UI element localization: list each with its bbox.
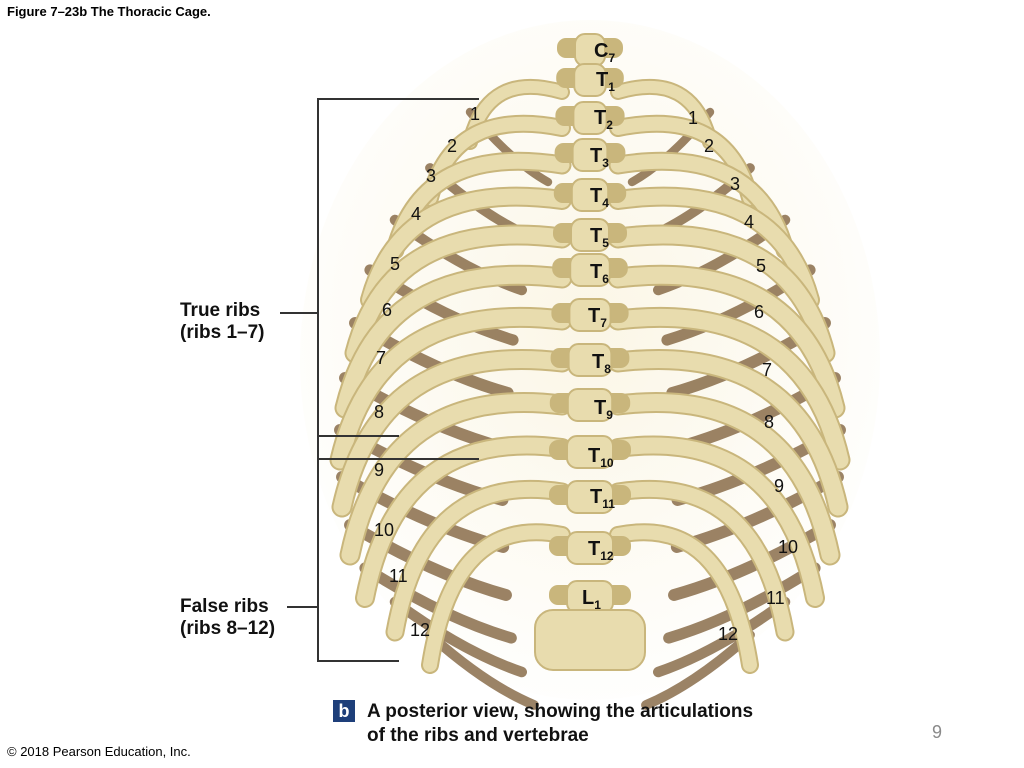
rib-12-left [423, 525, 569, 672]
rib-number-right: 7 [762, 360, 772, 380]
rib-cage-front [329, 78, 851, 674]
false-ribs-tick [287, 606, 318, 608]
rib-9-anterior-left [344, 519, 512, 601]
rib-4-left [362, 188, 570, 308]
rib-7-left [331, 308, 571, 469]
rib-number-right: 3 [730, 174, 740, 194]
rib-number-right: 9 [774, 476, 784, 496]
rib-12-right [611, 525, 757, 672]
vertebra-8 [567, 343, 613, 377]
rib-number-right: 12 [718, 624, 738, 644]
vertebral-column [534, 33, 646, 671]
rib-8-right [609, 350, 847, 516]
rib-9-anterior-right [668, 519, 836, 601]
rib-number-left: 3 [426, 166, 436, 186]
vertebra-10 [566, 435, 614, 469]
vertebra-9 [566, 388, 614, 422]
figure-title: Figure 7–23b The Thoracic Cage. [7, 4, 211, 19]
rib-number-right: 4 [744, 212, 754, 232]
true-ribs-label: True ribs (ribs 1–7) [180, 300, 264, 344]
rib-number-left: 4 [411, 204, 421, 224]
vertebra-4 [570, 178, 610, 212]
rib-11-anterior-right [653, 596, 791, 678]
caption-line-2: of the ribs and vertebrae [367, 725, 589, 746]
rib-number-left: 10 [374, 520, 394, 540]
copyright-notice: © 2018 Pearson Education, Inc. [7, 744, 191, 759]
rib-5-left [346, 226, 571, 362]
rib-6-left [336, 266, 571, 417]
panel-badge: b [333, 700, 355, 722]
vertebra-12 [566, 531, 614, 565]
vertebra-3 [571, 138, 609, 172]
true-ribs-bracket [317, 98, 479, 460]
rib-number-left: 6 [382, 300, 392, 320]
caption-line-1: A posterior view, showing the articulati… [367, 701, 754, 722]
page-number: 9 [932, 722, 943, 742]
rib-number-left: 11 [389, 566, 408, 586]
rib-number-left: 1 [470, 104, 480, 124]
false-ribs-title: False ribs [180, 596, 269, 617]
rib-number-right: 2 [704, 136, 714, 156]
rib-8-left [333, 350, 571, 516]
false-ribs-range: (ribs 8–12) [180, 618, 276, 639]
rib-6-right [609, 266, 844, 417]
rib-10-left [357, 437, 570, 606]
false-ribs-label: False ribs (ribs 8–12) [180, 596, 275, 640]
true-ribs-range: (ribs 1–7) [180, 322, 265, 343]
rib-9-left [341, 394, 571, 564]
rib-9-right [609, 394, 839, 564]
rib-number-right: 6 [754, 302, 764, 322]
rib-number-left: 5 [390, 254, 400, 274]
rib-4-right [610, 188, 818, 308]
rib-number-left: 9 [374, 460, 384, 480]
rib-number-left: 12 [410, 620, 430, 640]
rib-7-right [609, 308, 849, 469]
rib-number-right: 11 [766, 588, 785, 608]
true-ribs-title: True ribs [180, 300, 261, 321]
vertebra-5 [570, 218, 610, 252]
rib-number-left: 2 [447, 136, 457, 156]
vertebra-6 [569, 253, 611, 287]
true-ribs-tick [280, 312, 318, 314]
vertebra-1 [573, 63, 607, 97]
vertebra-11 [566, 480, 614, 514]
lumbar-vertebra [534, 609, 646, 671]
rib-number-right: 5 [756, 256, 766, 276]
vertebra-2 [572, 101, 608, 135]
rib-number-left: 8 [374, 402, 384, 422]
rib-11-left [387, 481, 570, 640]
rib-number-right: 8 [764, 412, 774, 432]
figure-caption: A posterior view, showing the articulati… [367, 700, 753, 748]
rib-number-right: 1 [688, 108, 698, 128]
rib-11-anterior-left [389, 596, 527, 678]
rib-number-right: 10 [778, 537, 798, 557]
false-ribs-bracket [317, 435, 399, 662]
rib-11-right [610, 481, 793, 640]
rib-number-left: 7 [376, 348, 386, 368]
vertebra-7 [568, 298, 612, 332]
rib-10-right [610, 437, 823, 606]
rib-5-right [609, 226, 834, 362]
